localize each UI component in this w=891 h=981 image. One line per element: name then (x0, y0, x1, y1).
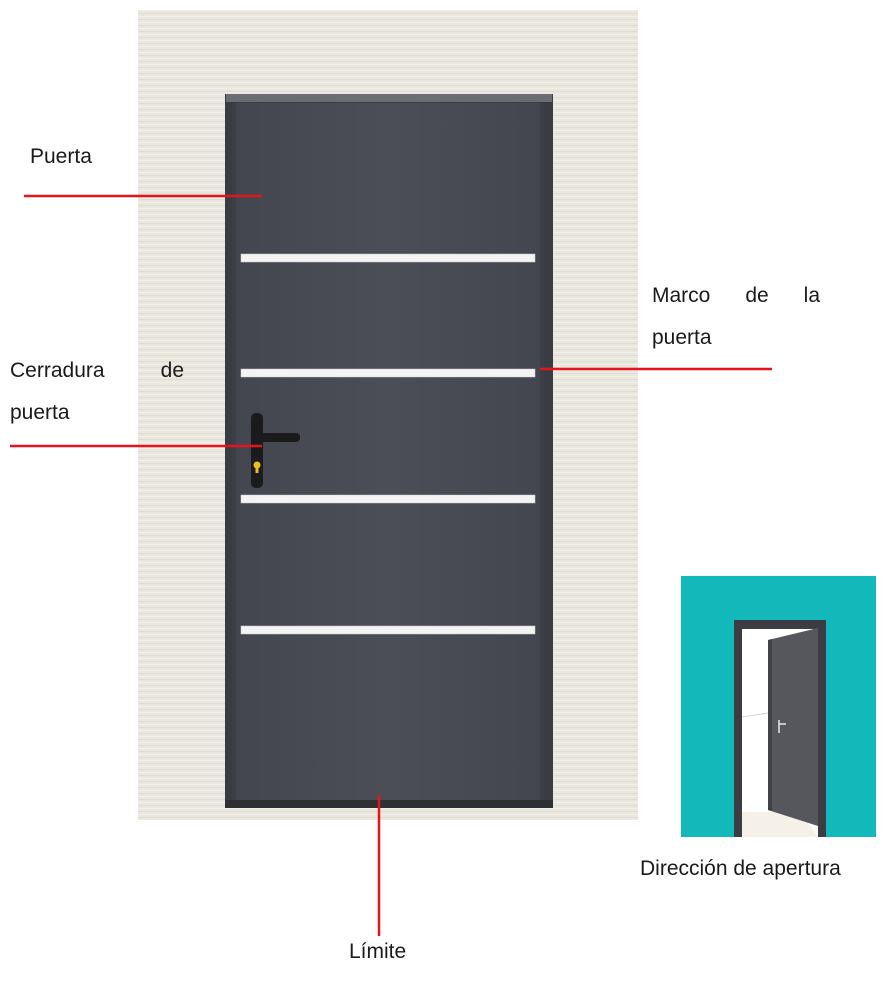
label-door: Puerta (30, 145, 92, 168)
label-opening-direction: Dirección de apertura (640, 857, 841, 880)
label-door-frame-line1: Marco de la (652, 284, 820, 307)
label-door-frame: Marco de la (652, 279, 820, 313)
opening-direction-inset (681, 576, 876, 837)
label-door-lock-line2: puerta (10, 401, 70, 424)
label-door-lock: Cerradura de (10, 354, 184, 388)
door-handle (251, 413, 300, 488)
label-limit: Límite (349, 940, 407, 963)
glass-strip (240, 253, 536, 263)
glass-strip (240, 625, 536, 635)
glass-strip (240, 494, 536, 504)
glass-strip (240, 368, 536, 378)
label-door-frame-line2: puerta (652, 326, 712, 349)
door-panel (232, 103, 544, 800)
label-door-lock-line1: Cerradura de (10, 359, 184, 382)
threshold (225, 800, 553, 808)
